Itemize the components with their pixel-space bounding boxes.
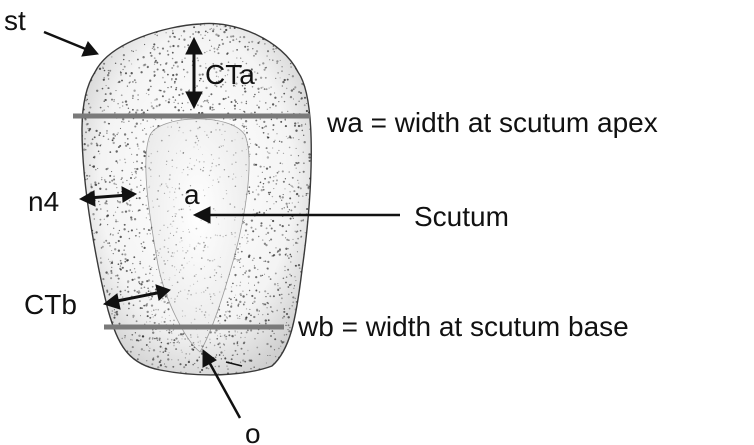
st-arrow — [44, 32, 98, 56]
label-wa: wa = width at scutum apex — [326, 107, 658, 138]
label-cta: CTa — [205, 59, 255, 90]
label-scutum: Scutum — [414, 201, 509, 232]
label-wb: wb = width at scutum base — [297, 311, 629, 342]
label-o: o — [245, 418, 261, 445]
label-st: st — [4, 5, 26, 36]
label-a: a — [184, 179, 200, 210]
label-n4: n4 — [28, 186, 59, 217]
label-ctb: CTb — [24, 289, 77, 320]
